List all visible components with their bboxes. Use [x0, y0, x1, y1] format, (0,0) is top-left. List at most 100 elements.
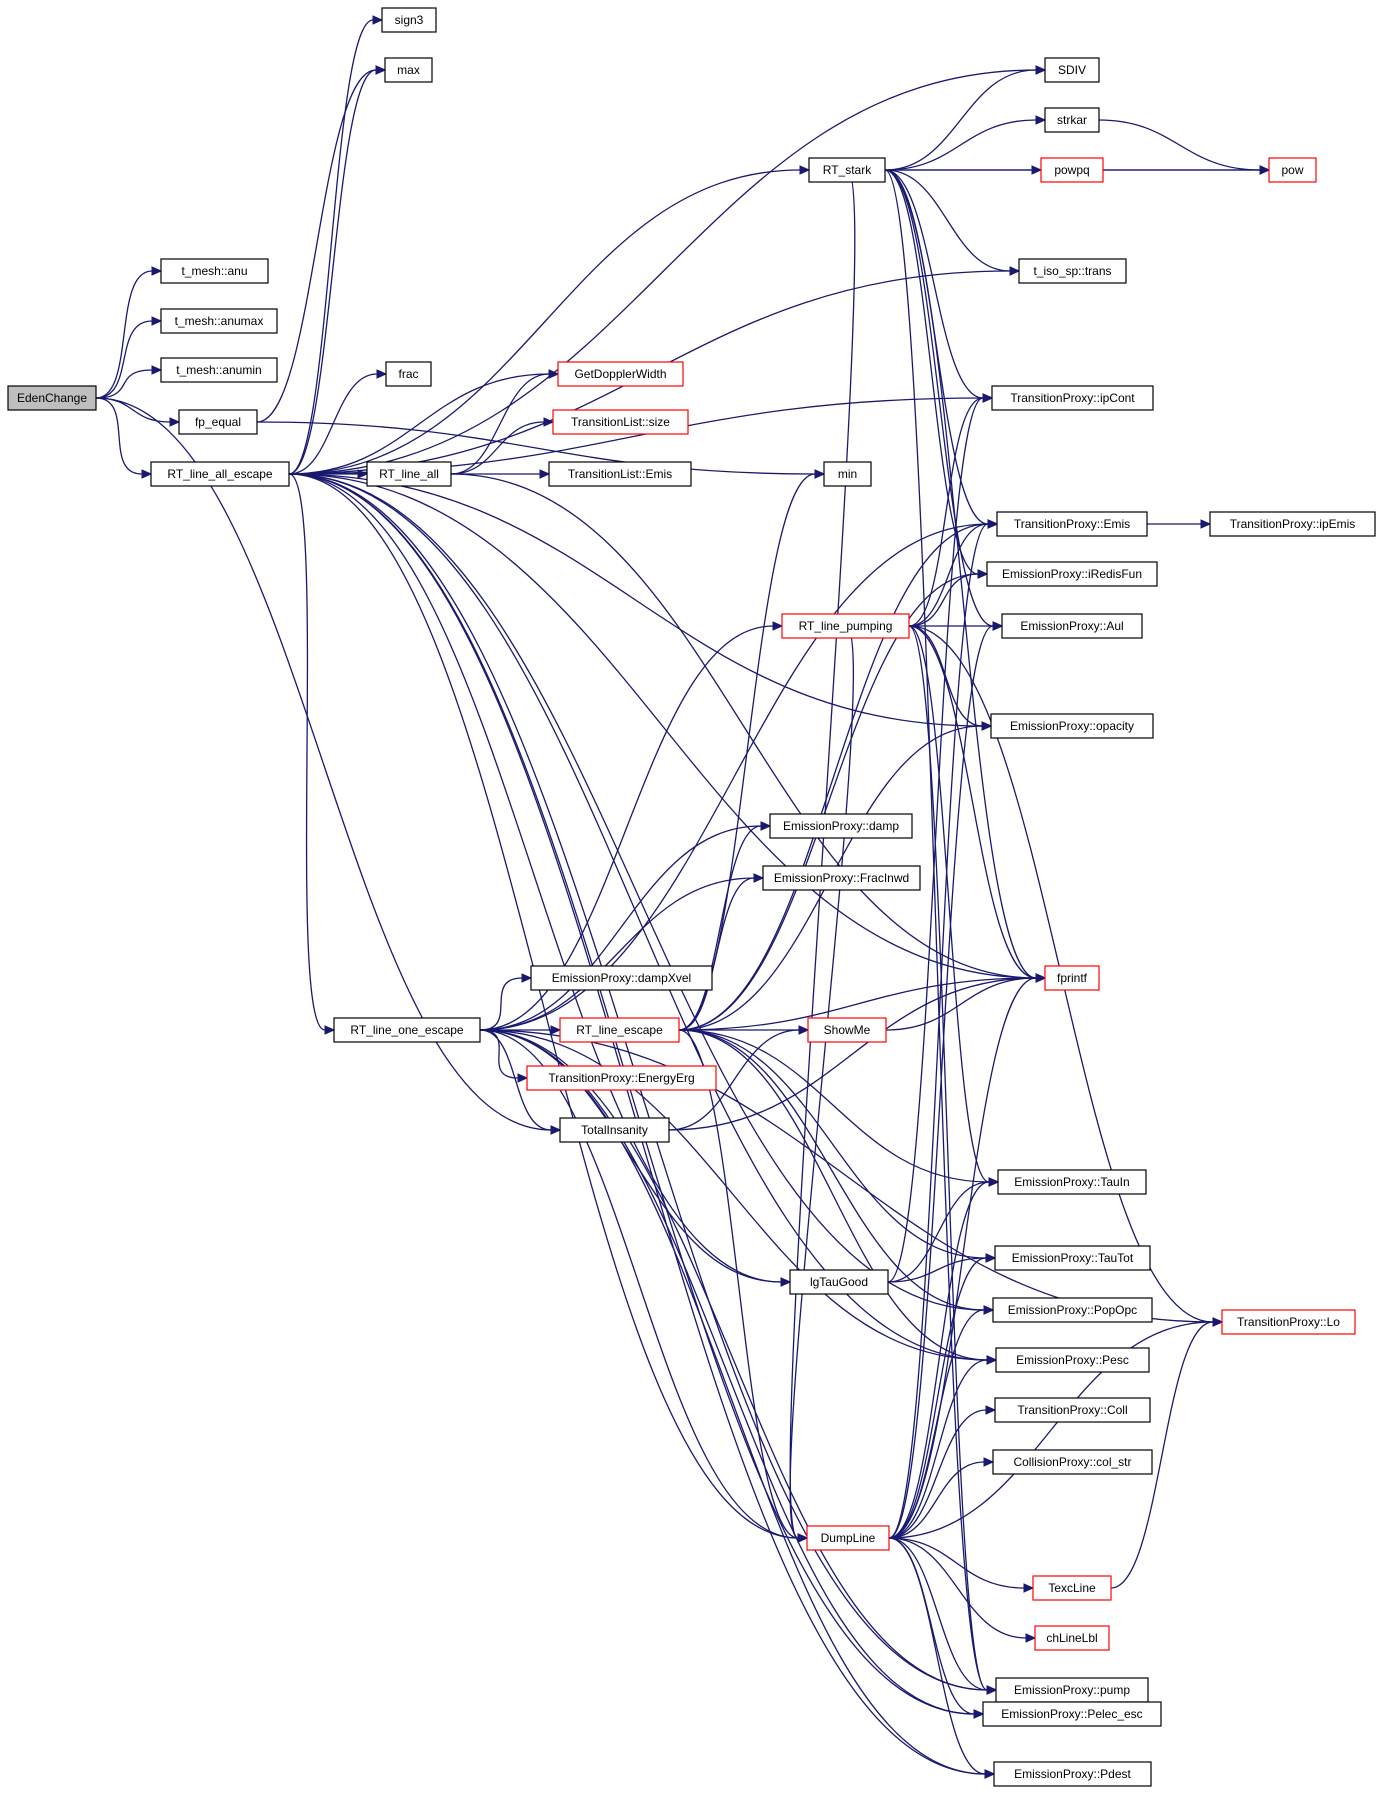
node-label: GetDopplerWidth: [574, 367, 666, 381]
node-fprintf[interactable]: fprintf: [1044, 965, 1100, 991]
node-box: [1032, 1575, 1112, 1601]
call-edge-rt-line-all-to-transitionlist-size: [450, 421, 545, 475]
node-emissionproxy-opacity[interactable]: EmissionProxy::opacity: [990, 713, 1154, 739]
node-emissionproxy-popopc[interactable]: EmissionProxy::PopOpc: [992, 1297, 1153, 1323]
node-label: EmissionProxy::Pdest: [1014, 1767, 1131, 1781]
node-emissionproxy-fracinwd[interactable]: EmissionProxy::FracInwd: [762, 865, 921, 891]
node-box: [150, 461, 290, 487]
node-emissionproxy-iredisfun[interactable]: EmissionProxy::iRedisFun: [986, 561, 1158, 587]
node-label: EmissionProxy::Pesc: [1016, 1353, 1129, 1367]
node-emissionproxy-tauin[interactable]: EmissionProxy::TauIn: [997, 1169, 1147, 1195]
node-box: [385, 361, 432, 387]
node-label: EdenChange: [17, 391, 87, 405]
call-edge-totalinsanity-to-showme: [668, 1029, 800, 1131]
node-fp-equal[interactable]: fp_equal: [178, 409, 258, 435]
node-rt-line-all[interactable]: RT_line_all: [366, 461, 452, 487]
node-label: chLineLbl: [1046, 1631, 1097, 1645]
node-box: [982, 1701, 1162, 1727]
call-edge-rt-line-all-escape-to-getdopplerwidth: [288, 373, 550, 475]
node-texcline[interactable]: TexcLine: [1032, 1575, 1112, 1601]
node-box: [1209, 511, 1376, 537]
node-edenchange[interactable]: EdenChange: [7, 385, 97, 411]
node-min[interactable]: min: [823, 461, 872, 487]
node-transitionproxy-lo[interactable]: TransitionProxy::Lo: [1221, 1309, 1356, 1335]
node-sign3[interactable]: sign3: [381, 7, 437, 33]
node-box: [559, 1017, 680, 1043]
node-getdopplerwidth[interactable]: GetDopplerWidth: [557, 361, 684, 387]
node-totalinsanity[interactable]: TotalInsanity: [559, 1117, 670, 1143]
arrowhead-rt-line-one-escape-to-rt-line-pumping: [772, 621, 784, 631]
arrowhead-rt-line-all-escape-to-sign3: [372, 15, 384, 25]
call-edge-rt-line-one-escape-to-rt-line-pumping: [479, 625, 774, 1031]
node-label: EmissionProxy::Aul: [1020, 619, 1123, 633]
node-pow[interactable]: pow: [1268, 157, 1317, 183]
arrowhead-rt-stark-to-t-iso-sp-trans: [1009, 266, 1021, 276]
node-transitionproxy-ipcont[interactable]: TransitionProxy::ipCont: [991, 385, 1154, 411]
node-emissionproxy-dampxvel[interactable]: EmissionProxy::dampXvel: [530, 965, 713, 991]
node-label: CollisionProxy::col_str: [1013, 1455, 1131, 1469]
node-powpq[interactable]: powpq: [1040, 157, 1104, 183]
call-edge-rt-line-escape-to-emissionproxy-iredisfun: [678, 573, 979, 1031]
node-emissionproxy-pelec-esc[interactable]: EmissionProxy::Pelec_esc: [982, 1701, 1162, 1727]
node-rt-stark[interactable]: RT_stark: [808, 157, 886, 183]
node-emissionproxy-pdest[interactable]: EmissionProxy::Pdest: [993, 1761, 1152, 1787]
call-edge-rt-line-one-escape-to-emissionproxy-fracinwd: [479, 877, 755, 1031]
node-showme[interactable]: ShowMe: [807, 1017, 887, 1043]
node-transitionproxy-emis[interactable]: TransitionProxy::Emis: [996, 511, 1148, 537]
node-transitionproxy-energyerg[interactable]: TransitionProxy::EnergyErg: [526, 1065, 717, 1091]
node-label: TransitionProxy::Lo: [1237, 1315, 1340, 1329]
call-edge-rt-line-one-escape-to-emissionproxy-pesc: [479, 1029, 988, 1361]
node-emissionproxy-tautot[interactable]: EmissionProxy::TauTot: [994, 1245, 1151, 1271]
node-t-mesh-anu[interactable]: t_mesh::anu: [160, 258, 269, 284]
node-label: EmissionProxy::TauTot: [1012, 1251, 1134, 1265]
arrowhead-rt-line-one-escape-to-transitionproxy-energyerg: [517, 1073, 529, 1083]
node-box: [992, 1297, 1153, 1323]
call-edge-rt-stark-to-emissionproxy-aul: [884, 169, 994, 627]
call-edge-rt-stark-to-sdiv: [884, 69, 1037, 171]
node-rt-line-pumping[interactable]: RT_line_pumping: [781, 613, 910, 639]
node-emissionproxy-aul[interactable]: EmissionProxy::Aul: [1001, 613, 1143, 639]
node-chlinelbl[interactable]: chLineLbl: [1034, 1625, 1110, 1651]
node-box: [995, 1347, 1150, 1373]
call-edge-dumpline-to-emissionproxy-aul: [888, 625, 994, 1539]
call-edge-rt-line-pumping-to-transitionproxy-emis: [908, 523, 989, 627]
node-emissionproxy-damp[interactable]: EmissionProxy::damp: [769, 813, 913, 839]
node-emissionproxy-pesc[interactable]: EmissionProxy::Pesc: [995, 1347, 1150, 1373]
node-label: DumpLine: [821, 1531, 876, 1545]
arrowhead-dumpline-to-emissionproxy-tauin: [988, 1177, 1000, 1187]
node-transitionlist-emis[interactable]: TransitionList::Emis: [548, 461, 692, 487]
node-rt-line-escape[interactable]: RT_line_escape: [559, 1017, 680, 1043]
node-collisionproxy-col-str[interactable]: CollisionProxy::col_str: [992, 1449, 1153, 1475]
node-label: fp_equal: [195, 415, 241, 429]
call-edge-rt-line-one-escape-to-totalinsanity: [479, 1029, 552, 1131]
node-frac[interactable]: frac: [385, 361, 432, 387]
call-edge-totalinsanity-to-fprintf: [668, 977, 1037, 1131]
call-edge-dumpline-to-emissionproxy-pdest: [888, 1537, 986, 1775]
arrowhead-rt-line-escape-to-dumpline: [797, 1533, 809, 1543]
node-label: TransitionList::size: [571, 415, 670, 429]
node-t-mesh-anumin[interactable]: t_mesh::anumin: [160, 357, 278, 383]
node-emissionproxy-pump[interactable]: EmissionProxy::pump: [995, 1677, 1149, 1703]
node-dumpline[interactable]: DumpLine: [806, 1525, 890, 1551]
node-lgtaugood[interactable]: lgTauGood: [789, 1269, 889, 1295]
node-t-mesh-anumax[interactable]: t_mesh::anumax: [160, 308, 278, 334]
call-edge-dumpline-to-emissionproxy-tautot: [888, 1257, 987, 1539]
call-edge-rt-line-all-escape-to-sdiv: [288, 69, 1037, 475]
node-strkar[interactable]: strkar: [1044, 107, 1100, 133]
arrowhead-edenchange-to-rt-line-all-escape: [141, 469, 153, 479]
node-box: [559, 1117, 670, 1143]
node-sdiv[interactable]: SDIV: [1044, 57, 1100, 83]
call-edge-rt-line-escape-to-emissionproxy-tautot: [678, 1029, 987, 1259]
node-rt-line-one-escape[interactable]: RT_line_one_escape: [333, 1017, 481, 1043]
node-transitionlist-size[interactable]: TransitionList::size: [552, 409, 689, 435]
node-transitionproxy-ipemis[interactable]: TransitionProxy::ipEmis: [1209, 511, 1376, 537]
call-edge-rt-line-all-escape-to-dumpline: [288, 473, 799, 1539]
call-edge-dumpline-to-transitionproxy-emis: [888, 523, 989, 1539]
node-label: t_mesh::anumin: [176, 363, 261, 377]
node-box: [762, 865, 921, 891]
node-rt-line-all-escape[interactable]: RT_line_all_escape: [150, 461, 290, 487]
node-max[interactable]: max: [384, 57, 433, 83]
node-transitionproxy-coll[interactable]: TransitionProxy::Coll: [994, 1397, 1151, 1423]
call-edge-edenchange-to-t-mesh-anumax: [95, 320, 153, 399]
node-t-iso-sp-trans[interactable]: t_iso_sp::trans: [1018, 258, 1127, 284]
